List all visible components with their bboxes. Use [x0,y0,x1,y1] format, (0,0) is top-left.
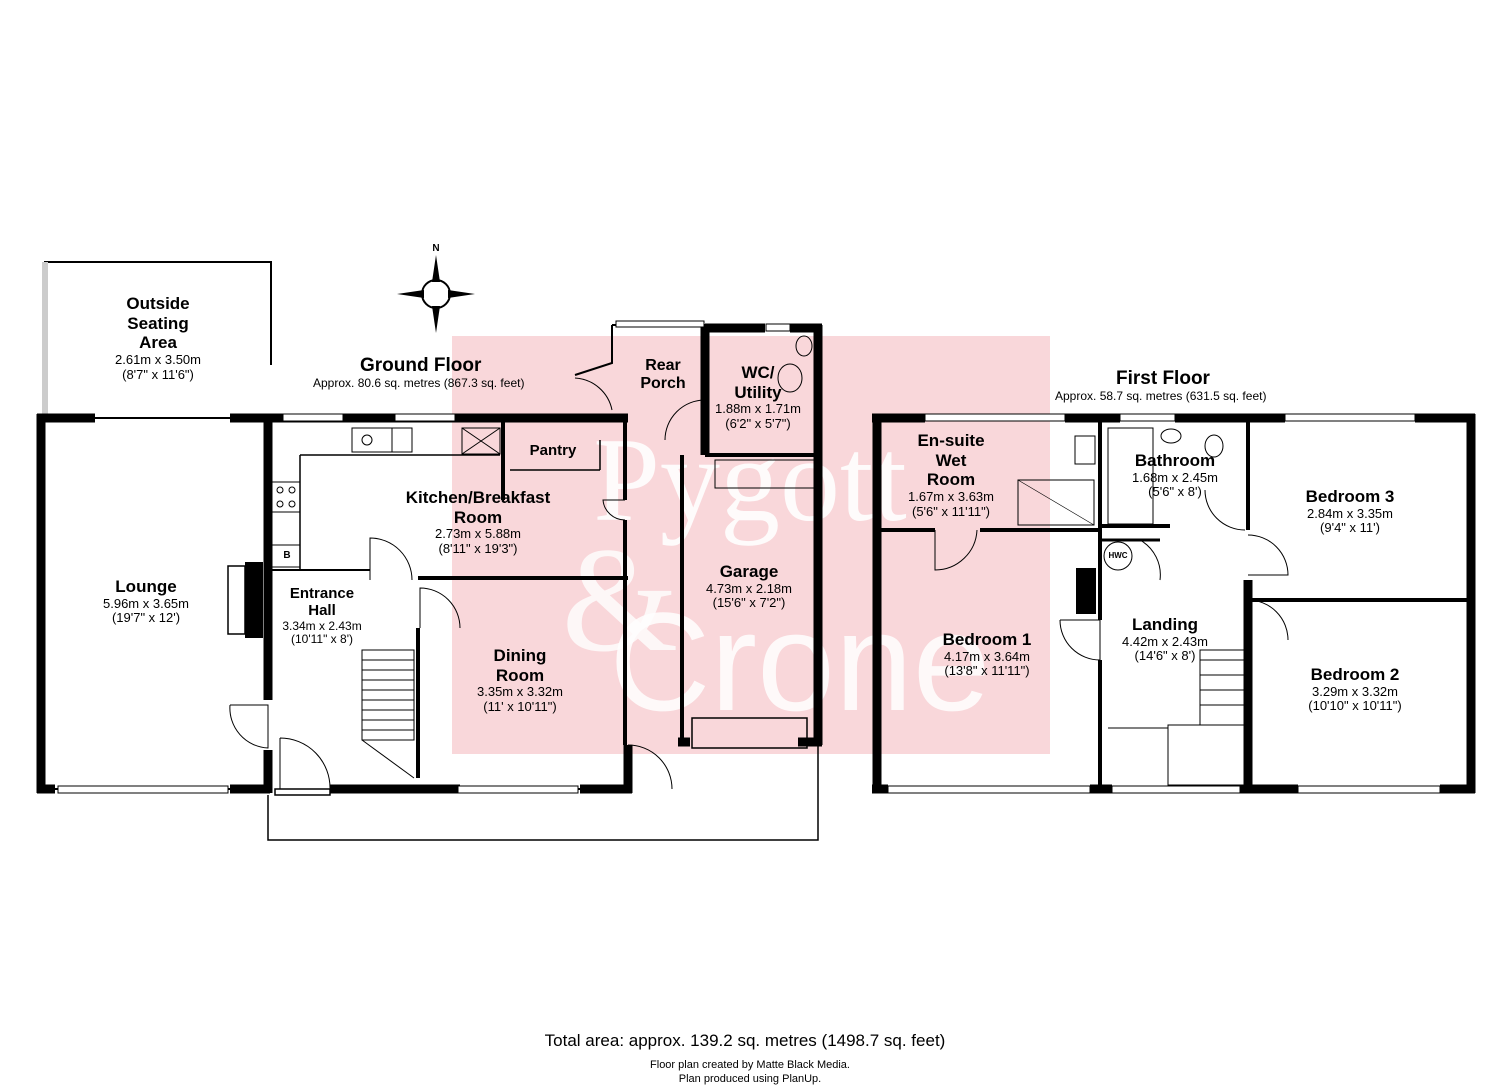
room-label-bathroom: Bathroom 1.68m x 2.45m (5'6" x 8') [1122,451,1228,500]
room-metric: 3.35m x 3.32m [477,684,563,700]
room-metric: 1.67m x 3.63m [908,488,994,504]
room-name: Pantry [529,442,577,459]
room-metric: 2.73m x 5.88m [435,526,521,542]
room-name: Bedroom 3 [1305,487,1395,506]
room-imperial: (8'11" x 19'3") [438,541,518,557]
room-name: Room [926,470,976,490]
room-name: Wet [935,450,967,470]
room-imperial: (8'7" x 11'6") [122,366,194,382]
room-metric: 5.96m x 3.65m [103,595,189,611]
compass-north-label: N [432,243,439,254]
room-name: Landing [1131,615,1199,634]
ground-windows [57,320,791,794]
room-imperial: (19'7" x 12') [111,610,181,626]
room-name: Room [495,665,545,685]
wc-fittings [777,335,813,393]
room-imperial: (5'6" x 11'11") [911,503,991,519]
watermark-text-3: Crone [609,583,990,740]
room-metric: 3.29m x 3.32m [1312,683,1398,699]
room-label-dining: Dining Room 3.35m x 3.32m (11' x 10'11") [460,646,580,715]
room-name: Rear [645,357,681,374]
room-metric: 1.68m x 2.45m [1132,469,1218,485]
room-label-bed2: Bedroom 2 3.29m x 3.32m (10'10" x 10'11"… [1292,665,1418,714]
credit-line-1: Floor plan created by Matte Black Media. [650,1059,850,1071]
first-floor-area: Approx. 58.7 sq. metres (631.5 sq. feet) [1055,389,1267,403]
room-label-outside: Outside Seating Area 2.61m x 3.50m (8'7"… [98,294,218,383]
kitchen-fittings [271,427,501,568]
room-metric: 4.17m x 3.64m [944,648,1030,664]
ground-floor-walls [36,261,823,841]
compass-icon [397,255,475,333]
watermark-panel [452,336,1050,754]
room-metric: 3.34m x 2.43m [282,618,362,633]
room-metric: 2.84m x 3.35m [1307,505,1393,521]
room-name: Lounge [115,577,177,596]
room-label-kitchen: Kitchen/Breakfast Room 2.73m x 5.88m (8'… [388,488,568,557]
room-metric: 1.88m x 1.71m [715,401,801,417]
room-label-porch: Rear Porch [628,357,698,394]
room-name: Dining [493,646,547,665]
room-name: Area [139,333,177,353]
room-label-hall: Entrance Hall 3.34m x 2.43m (10'11" x 8'… [272,585,372,647]
room-name: Outside [126,294,190,313]
room-label-ensuite: En-suite Wet Room 1.67m x 3.63m (5'6" x … [892,431,1010,520]
room-label-garage: Garage 4.73m x 2.18m (15'6" x 7'2") [694,562,804,611]
ground-floor-area: Approx. 80.6 sq. metres (867.3 sq. feet) [313,376,525,390]
credit-line-2: Plan produced using PlanUp. [678,1073,822,1085]
room-name: Bedroom 1 [942,630,1032,649]
room-imperial: (13'8" x 11'11") [944,663,1030,679]
room-imperial: (10'10" x 10'11") [1308,698,1402,714]
room-name: Hall [308,602,336,620]
room-name: En-suite [917,431,985,450]
room-label-wc: WC/ Utility 1.88m x 1.71m (6'2" x 5'7") [708,363,808,432]
room-metric: 4.42m x 2.43m [1122,633,1208,649]
room-imperial: (11' x 10'11") [483,699,557,715]
room-name: Bedroom 2 [1310,665,1400,684]
total-area: Total area: approx. 139.2 sq. metres (14… [544,1031,946,1050]
hwc-label: HWC [1108,551,1128,560]
room-label-bed3: Bedroom 3 2.84m x 3.35m (9'4" x 11') [1290,487,1410,536]
room-name: Entrance [289,585,355,602]
room-metric: 2.61m x 3.50m [115,351,201,367]
watermark-text-1: Pygott [593,413,906,546]
room-label-bed1: Bedroom 1 4.17m x 3.64m (13'8" x 11'11") [922,630,1052,679]
room-imperial: (9'4" x 11') [1320,520,1380,536]
room-imperial: (5'6" x 8') [1148,484,1202,500]
room-name: Utility [734,382,782,402]
room-imperial: (10'11" x 8') [291,632,353,647]
ground-floor-title: Ground Floor [360,355,482,376]
room-label-lounge: Lounge 5.96m x 3.65m (19'7" x 12') [76,577,216,626]
room-label-pantry: Pantry [520,442,586,459]
room-name: Seating [127,313,189,333]
room-name: WC/ [741,363,775,382]
room-name: Bathroom [1134,451,1216,470]
room-imperial: (14'6" x 8') [1134,648,1196,664]
watermark-text-2: & [562,517,679,683]
first-windows [887,413,1441,794]
room-metric: 4.73m x 2.18m [706,580,792,596]
room-name: Kitchen/Breakfast [405,488,551,507]
room-name: Room [453,507,503,527]
room-imperial: (6'2" x 5'7") [725,416,791,432]
room-imperial: (15'6" x 7'2") [712,595,786,611]
room-name: Garage [719,562,779,581]
room-label-landing: Landing 4.42m x 2.43m (14'6" x 8') [1110,615,1220,664]
first-floor-title: First Floor [1116,368,1210,389]
boiler-label: B [283,550,291,561]
room-name: Porch [640,375,686,393]
first-floor-walls [872,413,1476,794]
